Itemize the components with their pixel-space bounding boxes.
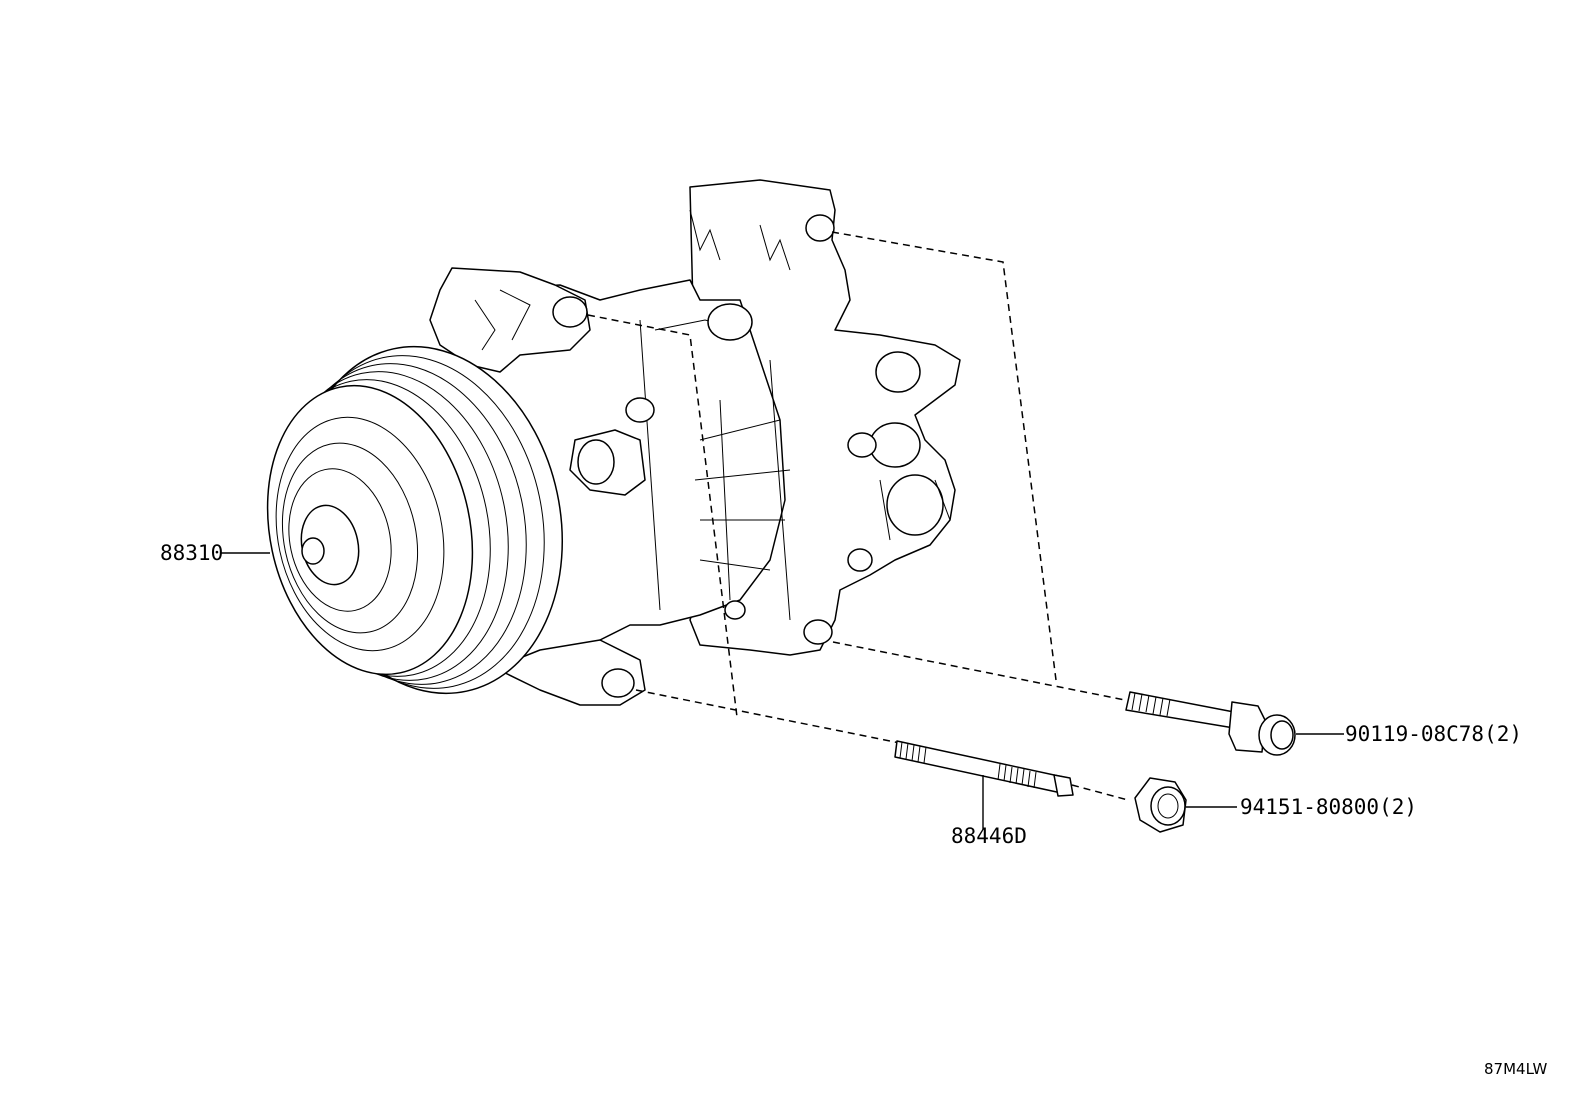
part-label-88446d[interactable]: 88446D xyxy=(951,824,1027,848)
assembly-lines xyxy=(587,231,1129,801)
part-label-90119-08c78[interactable]: 90119-08C78(2) xyxy=(1345,722,1522,746)
part-label-88310[interactable]: 88310 xyxy=(160,541,223,565)
stud-bolt-illustration[interactable] xyxy=(894,740,1074,797)
part-label-94151-80800[interactable]: 94151-80800(2) xyxy=(1240,795,1417,819)
pulley-illustration xyxy=(266,345,564,695)
illustration-code: 87M4LW xyxy=(1484,1060,1548,1078)
nut-illustration[interactable] xyxy=(1134,777,1187,833)
compressor-illustration[interactable] xyxy=(429,179,961,706)
bolt-illustration[interactable] xyxy=(1125,691,1296,756)
